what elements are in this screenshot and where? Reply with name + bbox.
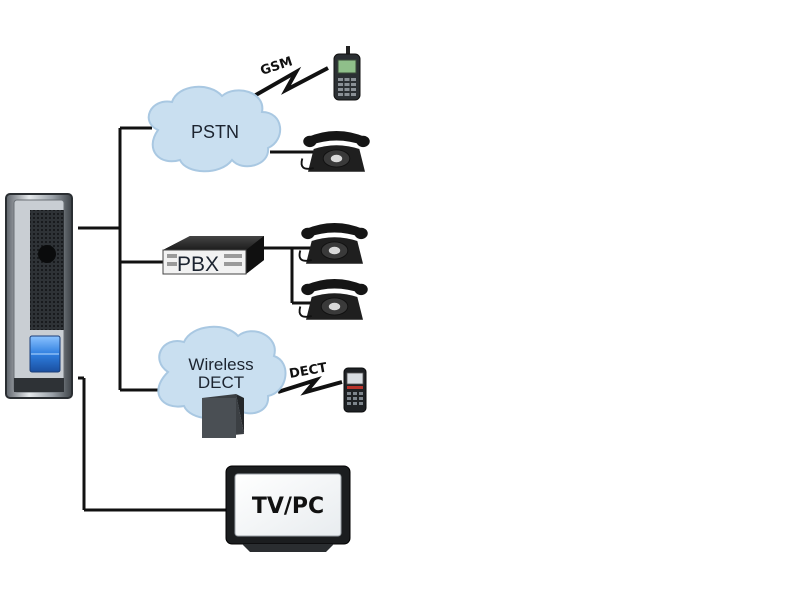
- door-station: [5, 193, 73, 399]
- pbx-desk-phone-2-icon: [298, 278, 369, 321]
- tv-pc-monitor: TV/PC: [225, 465, 351, 552]
- pstn-cloud: PSTN: [147, 85, 282, 173]
- pstn-label: PSTN: [191, 122, 239, 142]
- pbx-box: PBX: [162, 236, 264, 276]
- dect-handset-icon: [343, 367, 367, 413]
- speaker-grille-icon: [30, 210, 64, 330]
- pbx-label: PBX: [177, 253, 219, 276]
- tv-pc-label: TV/PC: [252, 494, 324, 519]
- camera-lens-icon: [38, 245, 56, 263]
- wireless-dect-cloud: Wireless DECT: [157, 325, 287, 438]
- gsm-link: GSM: [253, 54, 329, 98]
- pbx-desk-phone-1-icon: [298, 221, 369, 265]
- dect-link: DECT: [277, 361, 343, 396]
- mobile-phone-icon: [333, 46, 361, 101]
- dect-link-label: DECT: [288, 361, 328, 382]
- connection-lines: [78, 126, 318, 512]
- wireless-label: Wireless: [188, 355, 253, 374]
- dect-base-station-icon: [202, 398, 236, 438]
- dect-label: DECT: [198, 373, 244, 392]
